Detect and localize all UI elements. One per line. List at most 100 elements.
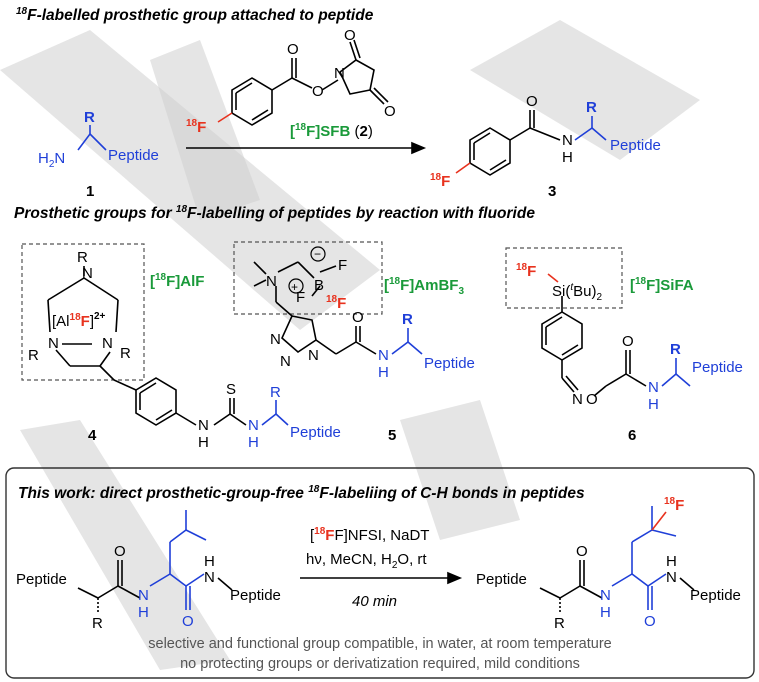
- compound-number-5: 5: [388, 427, 396, 444]
- prod-n1: N: [600, 587, 611, 604]
- ambf3-box: [233, 241, 383, 315]
- nhs-n: N: [334, 65, 345, 82]
- section-3-heading: This work: direct prosthetic-group-free …: [18, 484, 585, 503]
- sub-r: R: [92, 615, 103, 632]
- p3-peptide: Peptide: [610, 137, 661, 154]
- prod-o2: O: [644, 613, 656, 630]
- c5-tag: [18F]AmBF3: [384, 276, 464, 297]
- sfb-structure: [217, 39, 389, 126]
- sub-n2: N: [204, 569, 215, 586]
- c5-plus-circle: [288, 278, 304, 294]
- prod-n2: N: [666, 569, 677, 586]
- c4-r-right: R: [120, 345, 131, 362]
- sub-o1: O: [114, 543, 126, 560]
- sub-h1: H: [138, 604, 149, 621]
- prod-18f: 18F: [664, 496, 684, 514]
- sub-h2: H: [204, 553, 215, 570]
- reagent-line-2: hν, MeCN, H2O, rt: [306, 551, 427, 571]
- c5-f2: F: [296, 289, 305, 306]
- compound-4: [47, 266, 289, 426]
- compound-number-3: 3: [548, 183, 556, 200]
- c4-r-left: R: [28, 347, 39, 364]
- product-3: [455, 110, 607, 176]
- p3-n: N: [562, 132, 573, 149]
- r-label: R: [84, 109, 95, 126]
- compound-number-1: 1: [86, 183, 94, 200]
- peptide-label: Peptide: [108, 147, 159, 164]
- c4-n-right: N: [102, 335, 113, 352]
- section-2-heading: Prosthetic groups for 18F-labelling of p…: [14, 204, 535, 223]
- p3-h: H: [562, 149, 573, 166]
- c6-n2: N: [648, 379, 659, 396]
- chelator-box: [21, 243, 145, 381]
- c5-h: H: [378, 364, 389, 381]
- compound-number-4: 4: [88, 427, 97, 444]
- c6-peptide: Peptide: [692, 359, 743, 376]
- prod-h2: H: [666, 553, 677, 570]
- c4-al-complex: [Al18F]2+: [52, 311, 106, 330]
- this-work-box: [5, 467, 755, 679]
- c6-h2: H: [648, 396, 659, 413]
- sub-peptide-left: Peptide: [16, 571, 67, 588]
- prod-peptide-right: Peptide: [690, 587, 741, 604]
- c6-tag: [18F]SiFA: [630, 276, 694, 294]
- sub-n1: N: [138, 587, 149, 604]
- note-line-2: no protecting groups or derivatization r…: [180, 656, 580, 672]
- p3-o: O: [526, 93, 538, 110]
- c4-n-left: N: [48, 335, 59, 352]
- note-line-1: selective and functional group compatibl…: [148, 636, 611, 652]
- c5-b: B: [314, 277, 324, 294]
- c5-triazole-n3: N: [308, 347, 319, 364]
- c5-triazole-n2: N: [280, 353, 291, 370]
- sfb-18f: 18F: [186, 118, 206, 136]
- compound-5: [253, 261, 423, 355]
- c5-triazole-n1: N: [270, 331, 281, 348]
- p3-18f: 18F: [430, 172, 450, 190]
- c4-r: R: [270, 384, 281, 401]
- sfb-reagent-name: [18F]SFB (2): [290, 122, 373, 140]
- c5-18f: 18F: [326, 294, 346, 312]
- c4-tag: [18F]AlF: [150, 272, 204, 290]
- prod-peptide-left: Peptide: [476, 571, 527, 588]
- c6-r: R: [670, 341, 681, 358]
- starting-amine-1: [77, 125, 107, 151]
- ester-o: O: [287, 41, 299, 58]
- compound-6: [541, 273, 691, 397]
- prod-h1: H: [600, 604, 611, 621]
- c5-minus: −: [314, 247, 321, 261]
- c5-plus: +: [291, 280, 298, 294]
- substrate-peptide: [77, 510, 233, 612]
- sub-peptide-right: Peptide: [230, 587, 281, 604]
- nhs-o1: O: [344, 27, 356, 44]
- c6-n: N: [572, 391, 583, 408]
- c4-n2: N: [248, 417, 259, 434]
- c4-n-top: N: [82, 265, 93, 282]
- nhs-o2: O: [384, 103, 396, 120]
- c4-r-top: R: [77, 249, 88, 266]
- c5-r: R: [402, 311, 413, 328]
- prod-o1: O: [576, 543, 588, 560]
- h2n-label: H2N: [38, 150, 65, 170]
- sifa-box: [505, 247, 623, 309]
- c5-f1: F: [338, 257, 347, 274]
- sub-o2: O: [182, 613, 194, 630]
- c5-n-plus: N: [266, 273, 277, 290]
- c4-s: S: [226, 381, 236, 398]
- reaction-arrow-3: [300, 571, 463, 585]
- c5-o: O: [352, 309, 364, 326]
- reaction-time: 40 min: [352, 593, 397, 610]
- c5-n: N: [378, 347, 389, 364]
- c6-o: O: [622, 333, 634, 350]
- ester-o2: O: [312, 83, 324, 100]
- reaction-arrow-1: [186, 141, 427, 155]
- c4-h1: H: [198, 434, 209, 451]
- c6-si: Si(tBu)2: [552, 282, 602, 303]
- c5-peptide: Peptide: [424, 355, 475, 372]
- c6-18f: 18F: [516, 262, 536, 280]
- watermark: [0, 20, 700, 670]
- c5-minus-circle: [310, 246, 326, 262]
- c4-n1: N: [198, 417, 209, 434]
- c4-h2: H: [248, 434, 259, 451]
- compound-number-6: 6: [628, 427, 636, 444]
